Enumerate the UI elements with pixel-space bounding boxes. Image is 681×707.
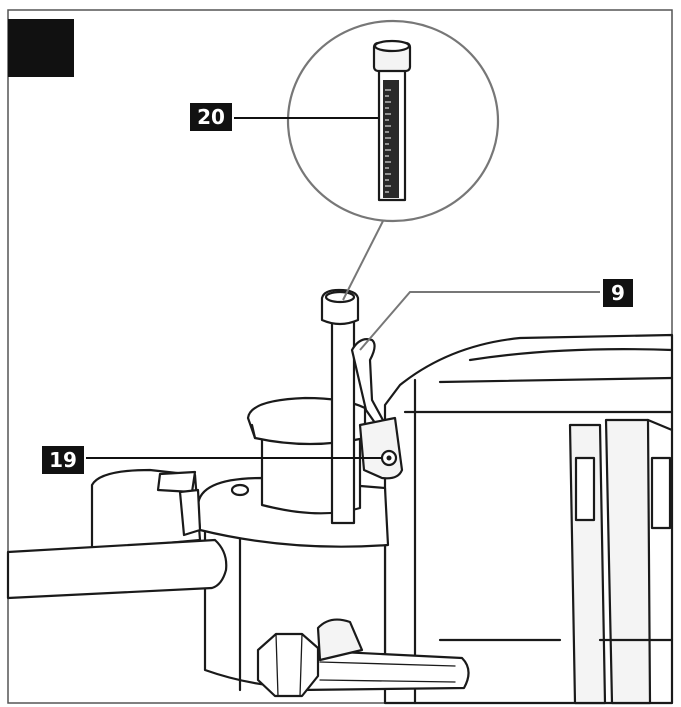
sight-tube xyxy=(320,288,360,525)
callout-20: 20 xyxy=(190,103,378,131)
callout-19-label: 19 xyxy=(49,448,77,472)
callout-9-label: 9 xyxy=(611,281,625,305)
lever-part xyxy=(350,338,404,480)
handle-knob xyxy=(256,618,470,698)
panel-marker xyxy=(8,19,74,77)
support-rod xyxy=(6,538,228,600)
callout-9: 9 xyxy=(359,279,633,351)
machine-housing xyxy=(383,333,674,705)
magnified-detail xyxy=(286,19,500,301)
tank-assembly xyxy=(90,396,390,692)
callout-20-label: 20 xyxy=(197,105,225,129)
callout-19: 19 xyxy=(42,446,382,474)
detail-connector-line xyxy=(342,220,384,301)
